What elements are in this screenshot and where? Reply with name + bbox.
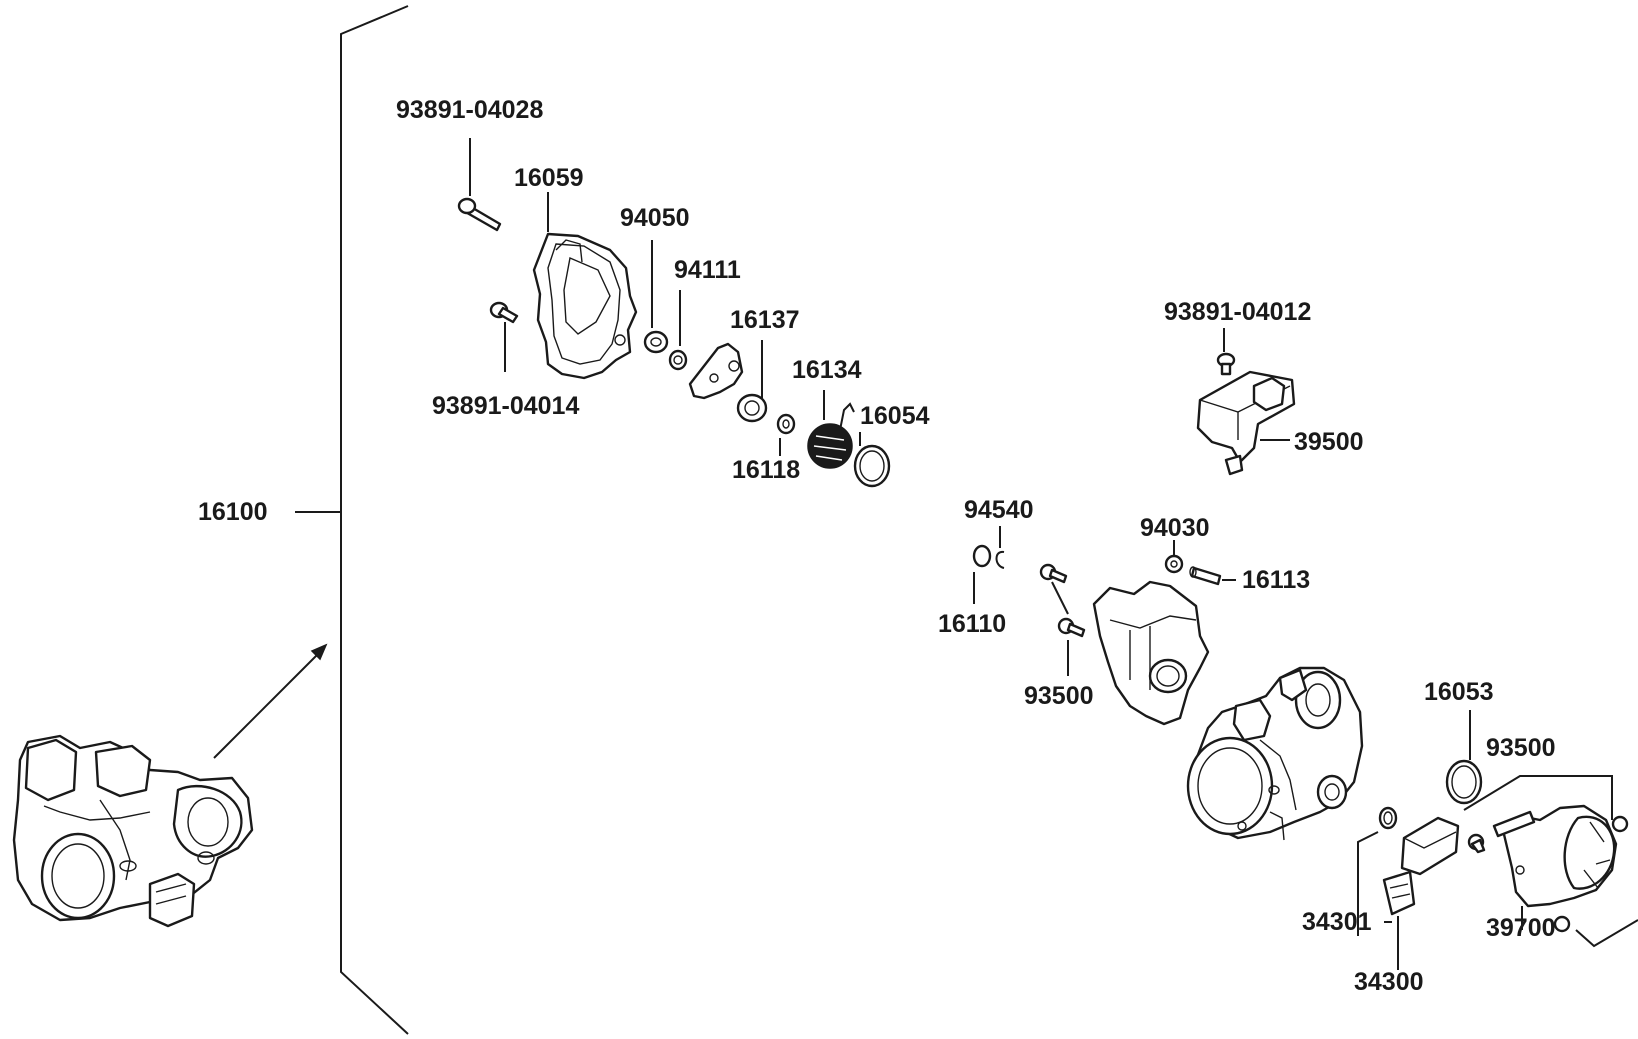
label-16100: 16100 <box>198 498 268 526</box>
sensor-34300 <box>1382 816 1460 970</box>
label-94540: 94540 <box>964 496 1034 524</box>
throttle-body-main <box>1186 666 1364 841</box>
label-93891-04028: 93891-04028 <box>396 96 543 124</box>
nut-94050 <box>643 240 669 354</box>
assembled-throttle-body <box>12 643 328 928</box>
label-16053: 16053 <box>1424 678 1494 706</box>
bolt-93891-04028 <box>457 138 502 232</box>
label-16059: 16059 <box>514 164 584 192</box>
screws-93500-upper <box>1039 563 1086 676</box>
label-16113: 16113 <box>1242 566 1310 594</box>
bolt-93891-04012 <box>1216 328 1236 376</box>
pin-16113 <box>1189 566 1236 586</box>
label-16110: 16110 <box>938 610 1006 638</box>
label-93500-upper: 93500 <box>1024 682 1094 710</box>
part-16059-cover <box>532 192 638 380</box>
label-93891-04012: 93891-04012 <box>1164 298 1311 326</box>
label-34301: 34301 <box>1302 908 1372 936</box>
o-ring-34301 <box>1357 806 1398 936</box>
bushing-16137 <box>736 340 768 423</box>
idle-valve-39700 <box>1492 804 1618 930</box>
lever-plate <box>688 342 744 400</box>
label-94111: 94111 <box>674 256 741 284</box>
spring-16134 <box>807 390 855 469</box>
clip-94540 <box>972 526 1005 569</box>
motor-housing <box>1092 580 1210 726</box>
label-94030: 94030 <box>1140 514 1210 542</box>
o-ring-16054 <box>853 432 891 488</box>
screws-93500-lower <box>1463 775 1638 948</box>
label-39700: 39700 <box>1486 914 1556 942</box>
washer-94111 <box>668 290 688 371</box>
label-93891-04014: 93891-04014 <box>432 392 579 420</box>
assembly-bracket <box>295 5 409 1035</box>
sensor-39500 <box>1196 370 1296 476</box>
label-34300: 34300 <box>1354 968 1424 996</box>
collar-16118 <box>776 413 796 456</box>
label-39500: 39500 <box>1294 428 1364 456</box>
label-16118: 16118 <box>732 456 800 484</box>
o-ring-16053 <box>1445 710 1483 805</box>
label-94050: 94050 <box>620 204 690 232</box>
label-16134: 16134 <box>792 356 862 384</box>
nut-94030 <box>1164 540 1184 574</box>
bolt-93891-04014 <box>489 301 519 372</box>
label-16054: 16054 <box>860 402 930 430</box>
label-16137: 16137 <box>730 306 800 334</box>
label-93500-lower: 93500 <box>1486 734 1556 762</box>
